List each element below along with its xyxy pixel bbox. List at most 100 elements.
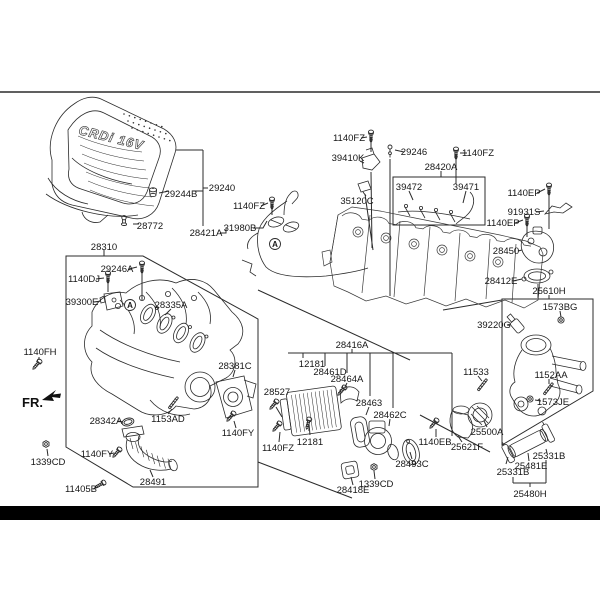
part-label-12181: 12181 bbox=[299, 359, 325, 370]
throttle-body bbox=[215, 375, 257, 419]
pin-icon bbox=[387, 144, 393, 158]
bolt-icon bbox=[270, 419, 284, 434]
intake-manifold bbox=[84, 279, 244, 416]
part-label-28310: 28310 bbox=[91, 242, 117, 253]
part-label-28412E: 28412E bbox=[485, 276, 518, 287]
part-label-28493C: 28493C bbox=[395, 459, 428, 470]
part-label-28462C: 28462C bbox=[373, 410, 406, 421]
egr-valve-assy-28450 bbox=[520, 226, 555, 264]
engine-cam-bores bbox=[352, 226, 504, 268]
part-label-29240: 29240 bbox=[209, 183, 235, 194]
stud-icon bbox=[167, 395, 180, 410]
bolt-icon bbox=[267, 397, 281, 412]
callout-marker: A bbox=[124, 299, 136, 311]
part-label-1140FZ: 1140FZ bbox=[233, 201, 265, 212]
part-label-1140EB: 1140EB bbox=[418, 437, 451, 448]
egr-gasket-28463 bbox=[350, 416, 370, 448]
part-label-1140FH: 1140FH bbox=[23, 347, 56, 358]
part-label-25500A: 25500A bbox=[471, 427, 504, 438]
inlet-fitting-25621F bbox=[449, 405, 473, 439]
bracket-91931S bbox=[543, 202, 573, 215]
part-label-11405B: 11405B bbox=[65, 484, 97, 495]
part-label-1152AA: 1152AA bbox=[534, 370, 568, 381]
bottom-bar bbox=[0, 506, 600, 520]
wiring-bracket bbox=[241, 190, 369, 278]
egr-gasket-28493C bbox=[402, 438, 420, 466]
manifold-gasket bbox=[140, 303, 209, 353]
part-label-1339CD: 1339CD bbox=[31, 457, 66, 468]
cover-hatch-texture bbox=[77, 135, 155, 207]
part-label-91931S: 91931S bbox=[508, 207, 541, 218]
glowplug-rail bbox=[397, 191, 475, 225]
engine-cover: CRDi 16V bbox=[45, 96, 177, 223]
oring-icon bbox=[120, 416, 136, 428]
zone-lines bbox=[257, 289, 503, 499]
part-label-1339CD: 1339CD bbox=[359, 479, 394, 490]
part-label-1140FZ: 1140FZ bbox=[462, 148, 494, 159]
egr-cooler bbox=[279, 385, 342, 437]
part-label-28464A: 28464A bbox=[331, 374, 364, 385]
map-sensor bbox=[99, 291, 124, 311]
part-label-28416A: 28416A bbox=[336, 340, 369, 351]
gasket-28412E bbox=[521, 268, 554, 284]
part-label-28418E: 28418E bbox=[337, 485, 370, 496]
part-label-28461D: 28461D bbox=[313, 367, 346, 378]
coolant-temp-sensor bbox=[506, 313, 525, 334]
thermostat-25500A bbox=[467, 402, 493, 428]
part-label-28463: 28463 bbox=[356, 398, 382, 409]
egr-gasket-28418E bbox=[340, 460, 360, 480]
egr-valve bbox=[364, 420, 399, 461]
part-label-28772: 28772 bbox=[137, 221, 163, 232]
part-label-1140FY: 1140FY bbox=[222, 428, 255, 439]
part-label-1140FY: 1140FY bbox=[81, 449, 114, 460]
part-label-39471: 39471 bbox=[453, 182, 479, 193]
enclosure-lines bbox=[65, 176, 594, 499]
part-label-1140FZ: 1140FZ bbox=[262, 443, 294, 454]
washer-icon bbox=[526, 395, 534, 403]
fr-indicator: FR. bbox=[22, 390, 61, 410]
part-label-1140FZ: 1140FZ bbox=[333, 133, 365, 144]
bolt-icon bbox=[427, 416, 441, 431]
part-label-1140DJ: 1140DJ bbox=[68, 274, 100, 285]
part-label-1573BG: 1573BG bbox=[543, 302, 578, 313]
part-label-39220G: 39220G bbox=[477, 320, 511, 331]
washer-icon bbox=[557, 316, 565, 324]
part-label-25331B: 25331B bbox=[533, 451, 566, 462]
part-label-25331B: 25331B bbox=[497, 467, 530, 478]
part-label-1573JE: 1573JE bbox=[537, 397, 569, 408]
part-label-28420A: 28420A bbox=[425, 162, 458, 173]
glowplug-box bbox=[392, 176, 486, 226]
engine-cover-logo: CRDi 16V bbox=[77, 122, 145, 153]
part-label-28421A: 28421A bbox=[190, 228, 223, 239]
part-label-31980B: 31980B bbox=[224, 223, 257, 234]
coolant-hose-25480H bbox=[501, 421, 555, 464]
engine-block bbox=[321, 206, 544, 309]
part-label-29244B: 29244B bbox=[165, 189, 198, 200]
glowplug-harness bbox=[455, 191, 475, 225]
part-label-1153AD: 1153AD bbox=[151, 414, 185, 425]
part-label-39300E: 39300E bbox=[66, 297, 99, 308]
water-inlet-pipe bbox=[121, 425, 178, 472]
nut-icon bbox=[370, 463, 378, 471]
part-label-25480H: 25480H bbox=[513, 489, 546, 500]
fr-label: FR. bbox=[22, 395, 43, 410]
grommet-icon bbox=[148, 186, 158, 198]
thermostat-enclosure bbox=[501, 298, 594, 446]
thermostat-housing bbox=[509, 334, 587, 417]
part-label-28491: 28491 bbox=[140, 477, 166, 488]
part-label-11533: 11533 bbox=[463, 367, 489, 378]
bolt-icon bbox=[335, 383, 349, 398]
part-label-25621F: 25621F bbox=[451, 442, 483, 453]
part-label-12181: 12181 bbox=[297, 437, 323, 448]
part-label-25610H: 25610H bbox=[532, 286, 565, 297]
part-label-28381C: 28381C bbox=[218, 361, 251, 372]
stud-icon bbox=[542, 381, 555, 396]
part-label-29246A: 29246A bbox=[101, 264, 134, 275]
callout-marker-letter: A bbox=[127, 301, 133, 310]
part-label-28342A: 28342A bbox=[90, 416, 123, 427]
bolt-icon bbox=[30, 357, 44, 372]
part-label-39472: 39472 bbox=[396, 182, 422, 193]
glow-plug bbox=[357, 180, 372, 193]
